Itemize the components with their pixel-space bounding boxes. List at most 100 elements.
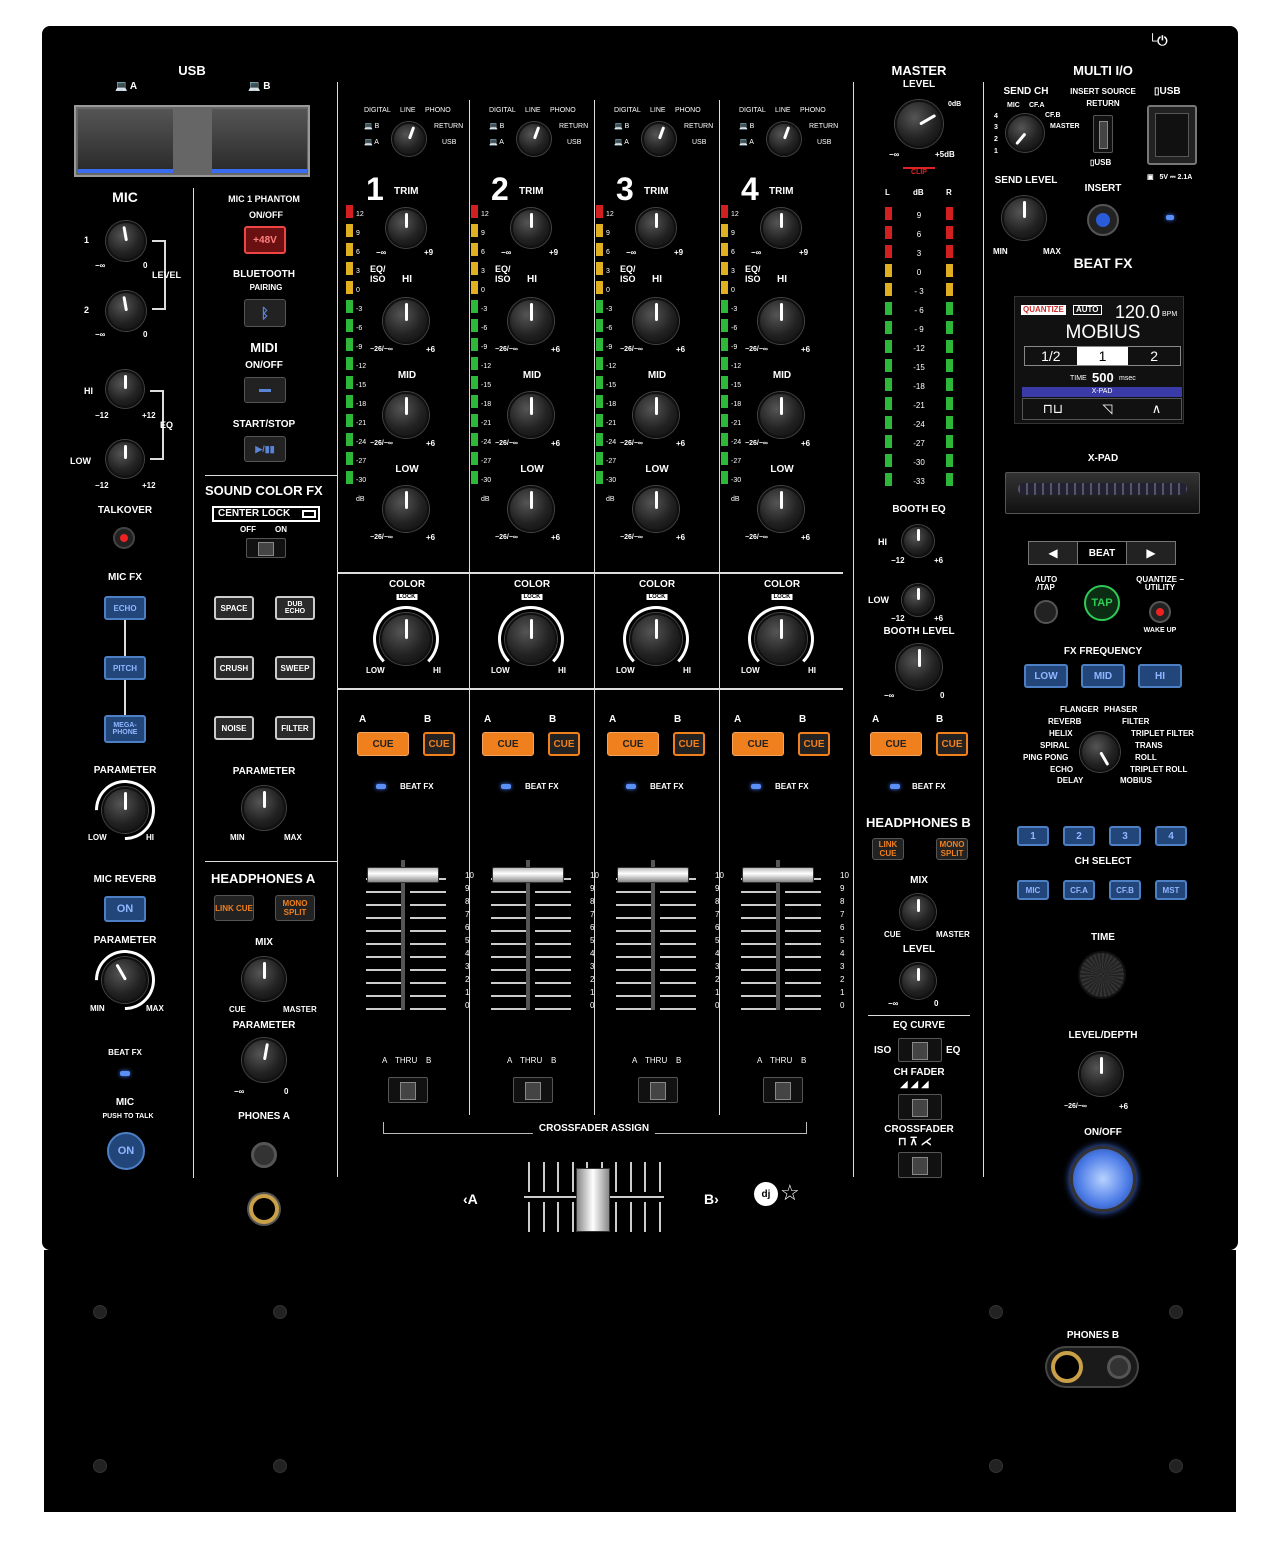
dub-echo-button[interactable]: DUB ECHO	[275, 596, 315, 620]
send-ch-knob[interactable]	[1006, 114, 1044, 152]
ch3-channel-fader[interactable]	[617, 867, 689, 883]
echo-button[interactable]: ECHO	[104, 596, 146, 620]
megaphone-button[interactable]: MEGA-PHONE	[104, 715, 146, 743]
phones-a-mini-jack[interactable]	[251, 1142, 277, 1168]
beat-one[interactable]: 1	[1076, 347, 1129, 365]
ch2-cue-b-button[interactable]: CUE	[548, 732, 580, 756]
ch4-channel-fader[interactable]	[742, 867, 814, 883]
fx-freq-hi-button[interactable]: HI	[1138, 664, 1182, 688]
ch2-cue-a-button[interactable]: CUE	[482, 732, 534, 756]
insert-source-switch[interactable]	[1093, 115, 1113, 153]
phones-b-mini-jack[interactable]	[1107, 1355, 1131, 1379]
ch-fader-curve-switch[interactable]	[898, 1094, 942, 1120]
quantize-button[interactable]	[1149, 601, 1171, 623]
ch2-input-selector-knob[interactable]	[517, 122, 551, 156]
ch4-eq-mid-knob[interactable]	[758, 392, 804, 438]
send-level-knob[interactable]	[1002, 196, 1046, 240]
ch1-channel-fader[interactable]	[367, 867, 439, 883]
ch1-cue-b-button[interactable]: CUE	[423, 732, 455, 756]
ch1-trim-knob[interactable]	[386, 208, 426, 248]
ch3-cue-b-button[interactable]: CUE	[673, 732, 705, 756]
ch1-crossfader-assign-switch[interactable]	[388, 1077, 428, 1103]
beat-right-button[interactable]: ▶	[1127, 542, 1175, 564]
tap-button[interactable]: TAP	[1084, 585, 1120, 621]
hpb-mix-knob[interactable]	[900, 894, 936, 930]
ch-select-2[interactable]: 2	[1063, 826, 1095, 846]
ch2-eq-hi-knob[interactable]	[508, 298, 554, 344]
booth-hi-knob[interactable]	[902, 525, 934, 557]
ch-select-3[interactable]: 3	[1109, 826, 1141, 846]
fx-freq-mid-button[interactable]: MID	[1081, 664, 1125, 688]
hpb-link-cue-button[interactable]: LINK CUE	[872, 838, 904, 860]
ch4-eq-low-knob[interactable]	[758, 486, 804, 532]
ch4-cue-b-button[interactable]: CUE	[798, 732, 830, 756]
scfx-parameter-knob[interactable]	[242, 786, 286, 830]
ch3-cue-a-button[interactable]: CUE	[607, 732, 659, 756]
midi-start-stop-button[interactable]: ▶/▮▮	[244, 436, 286, 462]
ch4-cue-a-button[interactable]: CUE	[732, 732, 784, 756]
hpa-parameter-knob[interactable]	[242, 1038, 286, 1082]
ch4-eq-hi-knob[interactable]	[758, 298, 804, 344]
ch-select-cfa[interactable]: CF.A	[1063, 880, 1095, 900]
ch1-color-knob[interactable]	[380, 613, 432, 665]
ch3-input-selector-knob[interactable]	[642, 122, 676, 156]
ch3-color-knob[interactable]	[630, 613, 682, 665]
ch3-crossfader-assign-switch[interactable]	[638, 1077, 678, 1103]
space-button[interactable]: SPACE	[214, 596, 254, 620]
eq-curve-switch[interactable]	[898, 1038, 942, 1062]
mic-reverb-on-button[interactable]: ON	[104, 896, 146, 922]
beat-fx-select-knob[interactable]	[1080, 732, 1120, 772]
beat-half[interactable]: 1/2	[1041, 348, 1061, 364]
xpad-touch-strip[interactable]	[1005, 472, 1200, 514]
bluetooth-pairing-button[interactable]: ᛒ	[244, 299, 286, 327]
usb-port[interactable]	[1147, 105, 1197, 165]
hpb-mono-split-button[interactable]: MONO SPLIT	[936, 838, 968, 860]
mic-on-button[interactable]: ON	[107, 1132, 145, 1170]
usb-a-button[interactable]	[78, 109, 173, 173]
hpb-level-knob[interactable]	[900, 963, 936, 999]
midi-onoff-button[interactable]	[244, 377, 286, 403]
ch4-trim-knob[interactable]	[761, 208, 801, 248]
level-depth-knob[interactable]	[1079, 1052, 1123, 1096]
hpa-mix-knob[interactable]	[242, 957, 286, 1001]
ch1-eq-low-knob[interactable]	[383, 486, 429, 532]
ch1-eq-mid-knob[interactable]	[383, 392, 429, 438]
ch3-eq-low-knob[interactable]	[633, 486, 679, 532]
ch2-crossfader-assign-switch[interactable]	[513, 1077, 553, 1103]
insert-button[interactable]	[1087, 204, 1119, 236]
master-level-knob[interactable]	[895, 100, 943, 148]
ch-select-cfb[interactable]: CF.B	[1109, 880, 1141, 900]
pitch-button[interactable]: PITCH	[104, 656, 146, 680]
reverb-parameter-knob[interactable]	[102, 957, 148, 1003]
crossfader-curve-switch[interactable]	[898, 1152, 942, 1178]
mic-low-knob[interactable]	[106, 440, 144, 478]
ch4-color-knob[interactable]	[755, 613, 807, 665]
ch-select-mic[interactable]: MIC	[1017, 880, 1049, 900]
ch3-eq-hi-knob[interactable]	[633, 298, 679, 344]
ch-select-mst[interactable]: MST	[1155, 880, 1187, 900]
mic2-level-knob[interactable]	[106, 291, 146, 331]
master-cue-a-button[interactable]: CUE	[870, 732, 922, 756]
sweep-button[interactable]: SWEEP	[275, 656, 315, 680]
talkover-button[interactable]	[113, 527, 135, 549]
crush-button[interactable]: CRUSH	[214, 656, 254, 680]
booth-level-knob[interactable]	[896, 644, 942, 690]
ch1-eq-hi-knob[interactable]	[383, 298, 429, 344]
master-cue-b-button[interactable]: CUE	[936, 732, 968, 756]
ch4-input-selector-knob[interactable]	[767, 122, 801, 156]
ch1-cue-a-button[interactable]: CUE	[357, 732, 409, 756]
beat-left-button[interactable]: ◀	[1029, 542, 1077, 564]
auto-tap-button[interactable]	[1034, 600, 1058, 624]
filter-button[interactable]: FILTER	[275, 716, 315, 740]
beat-fx-on-button[interactable]	[1070, 1146, 1136, 1212]
time-encoder[interactable]	[1078, 951, 1126, 999]
ch1-input-selector-knob[interactable]	[392, 122, 426, 156]
phones-a-jack[interactable]	[249, 1194, 279, 1224]
ch2-eq-low-knob[interactable]	[508, 486, 554, 532]
mic1-level-knob[interactable]	[106, 221, 146, 261]
ch2-channel-fader[interactable]	[492, 867, 564, 883]
beat-two[interactable]: 2	[1150, 348, 1159, 364]
ch2-eq-mid-knob[interactable]	[508, 392, 554, 438]
ch-select-1[interactable]: 1	[1017, 826, 1049, 846]
usb-b-button[interactable]	[212, 109, 307, 173]
